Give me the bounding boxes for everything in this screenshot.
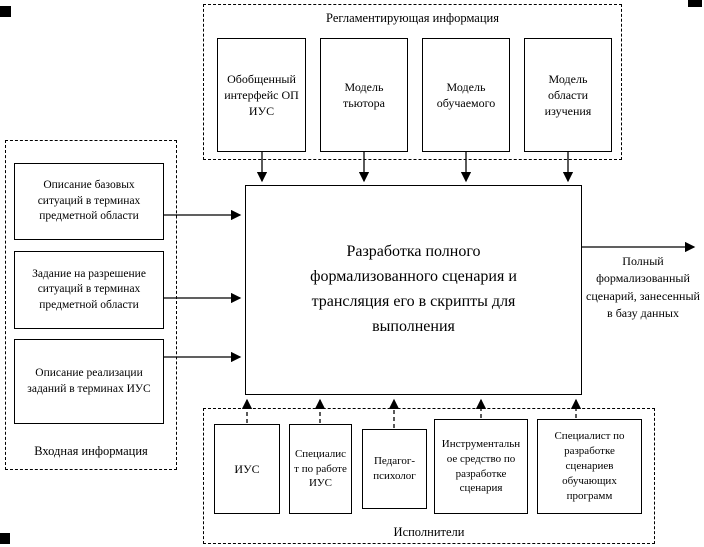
box-pedagogue-psychologist: Педагог-психолог	[362, 429, 427, 509]
input-info-label: Входная информация	[34, 444, 148, 458]
box-basic-situations-label: Описание базовых ситуаций в терминах пре…	[37, 179, 141, 223]
box-ius-specialist: Специалист по работе ИУС	[289, 424, 352, 514]
box-task-implementation: Описание реализации заданий в терминах И…	[14, 339, 164, 424]
box-situation-task-label: Задание на разрешение ситуаций в термина…	[32, 267, 146, 311]
box-learner-model-label: Модель обучаемого	[436, 79, 496, 110]
scan-artifact-top-right	[688, 0, 702, 7]
box-study-domain-model: Модель области изучения	[524, 38, 612, 152]
box-learner-model: Модель обучаемого	[422, 38, 510, 152]
scan-artifact-top-left	[0, 6, 11, 17]
box-study-domain-model-label: Модель области изучения	[544, 71, 592, 119]
output-label: Полный формализованный сценарий, занесен…	[586, 254, 700, 321]
box-ius-specialist-label: Специалист по работе ИУС	[294, 447, 347, 490]
box-scenario-tool-label: Инструментальное средство по разработке …	[441, 437, 521, 495]
executors-group: Исполнители	[203, 408, 655, 544]
box-situation-task: Задание на разрешение ситуаций в термина…	[14, 251, 164, 329]
box-generalized-interface-label: Обобщенный интерфейс ОП ИУС	[224, 71, 299, 119]
box-ius-label: ИУС	[234, 461, 260, 476]
central-process-label: Разработка полного формализованного сцен…	[310, 243, 517, 335]
regulating-info-label: Регламентирующая информация	[326, 11, 499, 25]
box-basic-situations: Описание базовых ситуаций в терминах пре…	[14, 163, 164, 240]
box-tutor-model-label: Модель тьютора	[343, 79, 385, 110]
scan-artifact-bottom-left	[0, 533, 10, 544]
central-process-box: Разработка полного формализованного сцен…	[245, 185, 582, 395]
regulating-info-group: Регламентирующая информация	[203, 4, 622, 160]
input-info-group: Входная информация	[5, 140, 177, 470]
box-scenario-specialist: Специалист по разработке сценариев обуча…	[537, 419, 642, 514]
box-task-implementation-label: Описание реализации заданий в терминах И…	[27, 366, 151, 395]
box-ius: ИУС	[214, 424, 280, 514]
box-pedagogue-psychologist-label: Педагог-психолог	[373, 455, 416, 482]
executors-label: Исполнители	[393, 525, 465, 539]
box-scenario-tool: Инструментальное средство по разработке …	[434, 419, 528, 514]
box-tutor-model: Модель тьютора	[320, 38, 408, 152]
box-scenario-specialist-label: Специалист по разработке сценариев обуча…	[554, 430, 625, 502]
box-generalized-interface: Обобщенный интерфейс ОП ИУС	[217, 38, 306, 152]
